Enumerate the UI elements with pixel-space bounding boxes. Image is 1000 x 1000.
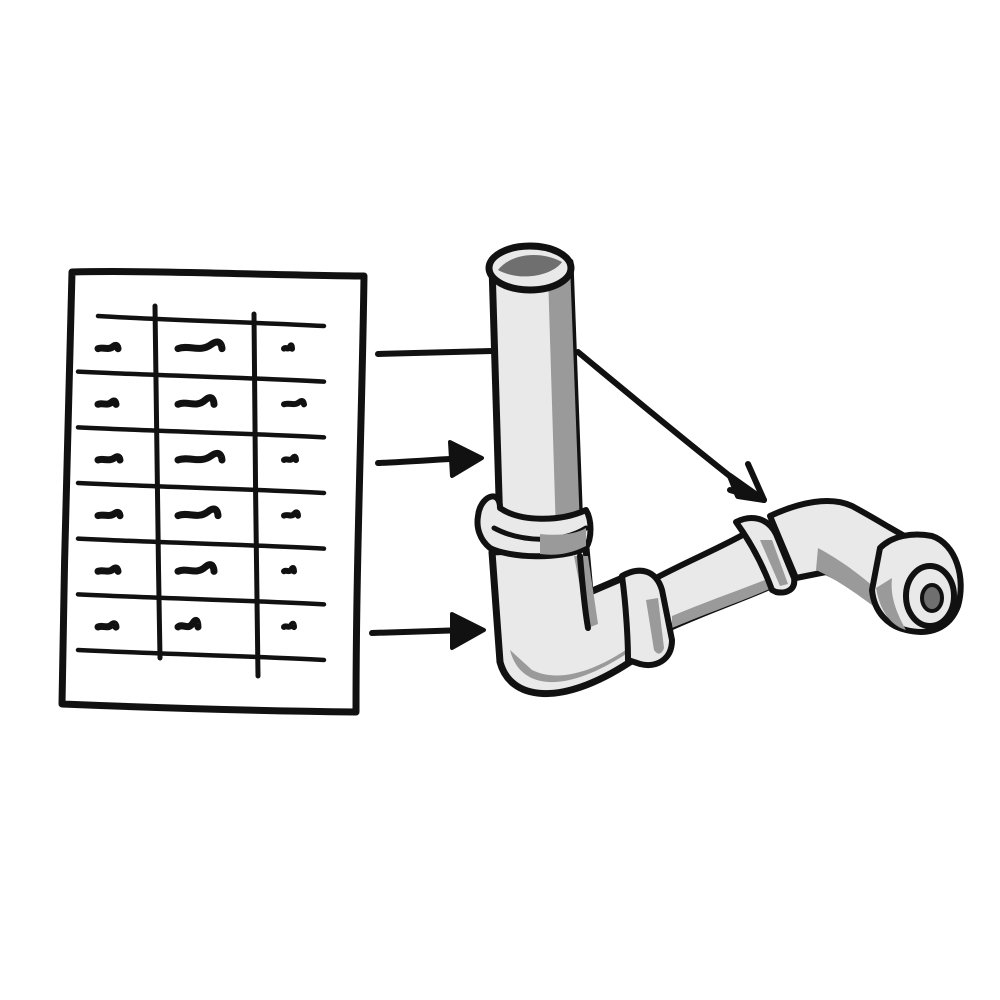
table-cell-scribble	[281, 620, 297, 630]
pipe-end-hole	[920, 583, 944, 613]
table-cell-scribble	[281, 398, 307, 408]
table-row-line	[75, 647, 327, 663]
table-row-line	[75, 425, 327, 440]
pipe-assembly-icon	[474, 242, 964, 697]
table-cell-scribble	[281, 565, 297, 575]
pipe-shadow	[646, 598, 664, 654]
table-column-divider	[251, 311, 261, 679]
arrow-icon	[369, 612, 486, 650]
arrow-head	[450, 612, 486, 650]
table-cell-scribble	[94, 564, 122, 575]
pipe-shadow	[540, 528, 586, 555]
table-cell-scribble	[174, 338, 226, 353]
table-cell-scribble	[281, 453, 299, 463]
table-row-lines	[75, 313, 327, 663]
table-cell-scribble	[174, 449, 226, 464]
pipe-shadow	[876, 578, 906, 630]
pipe-shadow	[760, 540, 788, 586]
data-table-icon	[58, 268, 368, 716]
table-cell-scribble	[281, 342, 295, 352]
table-row-line	[75, 480, 327, 496]
table-cell-scribble	[94, 397, 120, 408]
table-cell-scribble	[174, 616, 202, 631]
pipe-shadow	[672, 578, 772, 628]
pipe-shadow	[548, 264, 580, 534]
table-cell-scribble	[174, 505, 222, 520]
table-cell-scribble	[281, 509, 301, 519]
arrow-icon	[375, 440, 484, 478]
table-cell-scribble	[94, 341, 122, 353]
table-row-line	[95, 313, 327, 329]
table-cell-scribbles	[94, 338, 307, 631]
table-cell-scribble	[174, 394, 218, 408]
pipe-top-inner-shadow	[498, 255, 562, 277]
table-sheet-border	[58, 268, 368, 716]
pipe-shadow	[816, 548, 888, 614]
arrow-group	[369, 348, 767, 650]
table-row-line	[75, 592, 327, 607]
table-column-divider	[152, 303, 163, 661]
arrow-icon	[575, 349, 767, 503]
connector-line	[375, 348, 495, 357]
pipe-shadow	[510, 640, 640, 683]
arrow-head	[448, 440, 484, 478]
table-row-line	[75, 536, 327, 551]
table-cell-scribble	[94, 620, 120, 631]
table-cell-scribble	[94, 453, 124, 464]
table-cell-scribble	[94, 508, 124, 520]
table-cell-scribble	[174, 561, 218, 575]
table-row-line	[75, 369, 327, 384]
